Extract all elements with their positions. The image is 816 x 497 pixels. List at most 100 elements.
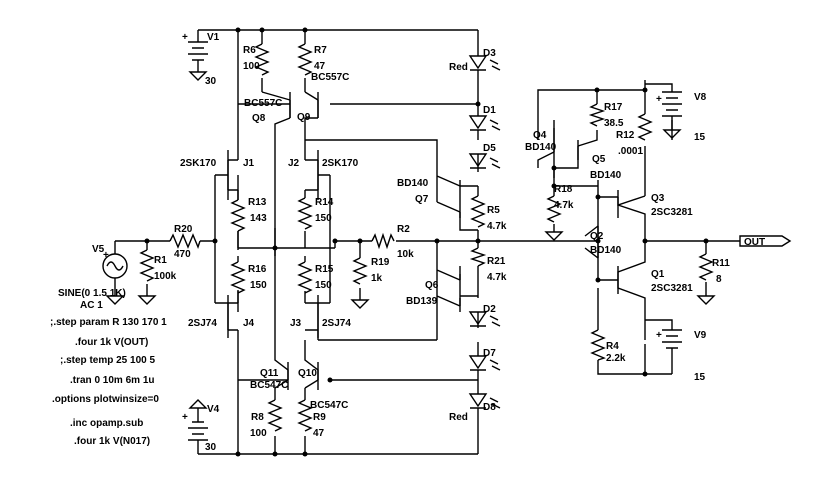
- svg-text:J2: J2: [288, 158, 300, 169]
- r21-symbol: [469, 247, 487, 267]
- svg-text:D1: D1: [483, 105, 496, 116]
- spice-directives: ;.step param R 130 170 1 .four 1k V(OUT)…: [50, 317, 167, 447]
- r20-symbol: [169, 233, 201, 249]
- svg-text:R17: R17: [604, 102, 623, 113]
- d2-symbol: [468, 311, 501, 327]
- svg-text:J4: J4: [243, 318, 255, 329]
- svg-text:BD139: BD139: [406, 296, 438, 307]
- svg-text:J3: J3: [290, 318, 302, 329]
- r4-symbol: [590, 329, 606, 361]
- svg-text:1k: 1k: [371, 273, 383, 284]
- r11-symbol: [698, 253, 714, 281]
- svg-text:47: 47: [313, 428, 325, 439]
- r17-symbol: [588, 103, 606, 127]
- svg-text:Red: Red: [449, 412, 468, 423]
- svg-text:Q1: Q1: [651, 269, 665, 280]
- svg-text:2.2k: 2.2k: [606, 353, 626, 364]
- svg-text:R16: R16: [248, 264, 267, 275]
- svg-text:+: +: [656, 330, 662, 341]
- v9-name: V9: [694, 330, 707, 341]
- svg-text:D7: D7: [483, 348, 496, 359]
- svg-text:+: +: [656, 94, 662, 105]
- svg-text:Q7: Q7: [415, 194, 429, 205]
- v1-name: V1: [207, 32, 220, 43]
- svg-text:2SK170: 2SK170: [322, 158, 359, 169]
- svg-text:R12: R12: [616, 130, 635, 141]
- svg-text:4.7k: 4.7k: [554, 200, 574, 211]
- svg-text:R8: R8: [251, 412, 264, 423]
- svg-text:BC547C: BC547C: [310, 400, 348, 411]
- svg-text:BC547C: BC547C: [250, 380, 288, 391]
- svg-text:10k: 10k: [397, 249, 414, 260]
- leds: [468, 55, 501, 409]
- r12-symbol: [637, 113, 653, 141]
- svg-text:Q4: Q4: [533, 130, 547, 141]
- r18-symbol: [546, 195, 562, 223]
- directive-6: .inc opamp.sub: [70, 418, 143, 429]
- svg-text:Q6: Q6: [425, 280, 439, 291]
- svg-text:BC557C: BC557C: [244, 98, 282, 109]
- directive-2: .four 1k V(OUT): [75, 337, 148, 348]
- svg-text:Red: Red: [449, 62, 468, 73]
- junctions: [144, 27, 709, 457]
- v4-name: V4: [207, 404, 220, 415]
- svg-text:D2: D2: [483, 304, 496, 315]
- svg-text:Q5: Q5: [592, 154, 606, 165]
- v1-source: +: [182, 30, 208, 81]
- svg-text:2SJ74: 2SJ74: [322, 318, 351, 329]
- grounds: [105, 231, 716, 309]
- svg-text:47: 47: [314, 61, 326, 72]
- r19-symbol: [352, 257, 368, 285]
- v8-value: 15: [694, 132, 706, 143]
- svg-text:R15: R15: [315, 264, 334, 275]
- q2-symbol: [584, 225, 599, 259]
- svg-text:+: +: [182, 412, 188, 423]
- d8-symbol: [468, 393, 501, 409]
- svg-text:2SC3281: 2SC3281: [651, 207, 693, 218]
- v8-source: +: [656, 91, 682, 139]
- svg-text:2SK170: 2SK170: [180, 158, 217, 169]
- directive-7: .four 1k V(N017): [74, 436, 150, 447]
- svg-text:100k: 100k: [154, 271, 177, 282]
- d1-symbol: [468, 115, 501, 131]
- v8-name: V8: [694, 92, 707, 103]
- r6-symbol: [254, 43, 270, 76]
- r16-symbol: [230, 261, 246, 294]
- svg-text:4.7k: 4.7k: [487, 221, 507, 232]
- transistors: [227, 92, 619, 390]
- out-net-label: OUT: [739, 235, 792, 248]
- svg-text:R6: R6: [243, 45, 256, 56]
- svg-text:BD140: BD140: [525, 142, 557, 153]
- svg-text:R21: R21: [487, 256, 506, 267]
- svg-text:R14: R14: [315, 197, 334, 208]
- svg-text:BD140: BD140: [590, 245, 622, 256]
- svg-text:R11: R11: [712, 258, 730, 269]
- svg-text:D8: D8: [483, 402, 496, 413]
- svg-text:D5: D5: [483, 143, 496, 154]
- svg-text:R4: R4: [606, 341, 619, 352]
- svg-text:BC557C: BC557C: [311, 72, 349, 83]
- svg-text:R2: R2: [397, 224, 410, 235]
- v5-name: V5: [92, 244, 105, 255]
- svg-text:Q10: Q10: [298, 368, 317, 379]
- directive-1: ;.step param R 130 170 1: [50, 317, 167, 328]
- svg-text:150: 150: [315, 280, 332, 291]
- svg-text:2SJ74: 2SJ74: [188, 318, 217, 329]
- resistors: [139, 43, 714, 432]
- directive-5: .options plotwinsize=0: [52, 394, 159, 405]
- r7-symbol: [297, 43, 313, 76]
- svg-text:D3: D3: [483, 48, 496, 59]
- v9-value: 15: [694, 372, 706, 383]
- r1-symbol: [139, 249, 155, 282]
- svg-text:470: 470: [174, 249, 191, 260]
- svg-text:100: 100: [250, 428, 267, 439]
- svg-text:Q3: Q3: [651, 193, 665, 204]
- r9-symbol: [297, 399, 313, 432]
- svg-text:2SC3281: 2SC3281: [651, 283, 693, 294]
- r14-symbol: [297, 197, 313, 230]
- svg-text:Q9: Q9: [297, 112, 311, 123]
- v5-ac: AC 1: [80, 300, 103, 311]
- svg-text:100: 100: [243, 61, 260, 72]
- v1-value: 30: [205, 76, 217, 87]
